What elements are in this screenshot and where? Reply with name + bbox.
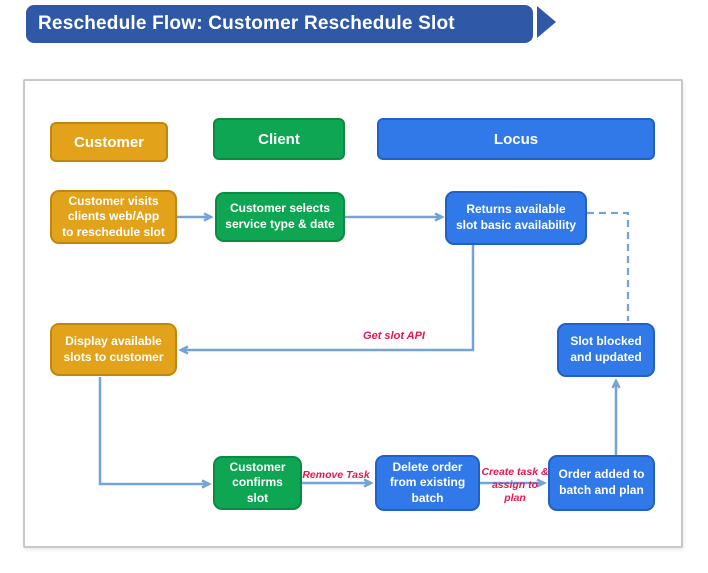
lane-header-locus: Locus bbox=[377, 118, 655, 160]
title-banner: Reschedule Flow: Customer Reschedule Slo… bbox=[26, 5, 533, 43]
edge-label-create-task-line1: Create task & bbox=[481, 466, 549, 478]
edge-label-get-slot-api: Get slot API bbox=[363, 330, 425, 342]
node-customer-visits: Customer visits clients web/App to resch… bbox=[50, 190, 177, 244]
node-display-slots: Display available slots to customer bbox=[50, 323, 177, 376]
edge-label-remove-task: Remove Task bbox=[302, 469, 370, 481]
lane-header-client: Client bbox=[213, 118, 345, 160]
edge-label-create-task: Create task & assign to plan bbox=[480, 466, 550, 505]
node-delete-order: Delete order from existing batch bbox=[375, 455, 480, 511]
node-returns-availability: Returns available slot basic availabilit… bbox=[445, 191, 587, 245]
banner-arrow-icon bbox=[537, 6, 556, 38]
node-customer-confirms: Customer confirms slot bbox=[213, 456, 302, 510]
edge-label-create-task-line2: assign to plan bbox=[491, 479, 539, 504]
page-title: Reschedule Flow: Customer Reschedule Slo… bbox=[38, 13, 455, 34]
node-customer-selects: Customer selects service type & date bbox=[215, 192, 345, 242]
node-order-added: Order added to batch and plan bbox=[548, 455, 655, 511]
node-slot-blocked: Slot blocked and updated bbox=[557, 323, 655, 377]
lane-header-customer: Customer bbox=[50, 122, 168, 162]
